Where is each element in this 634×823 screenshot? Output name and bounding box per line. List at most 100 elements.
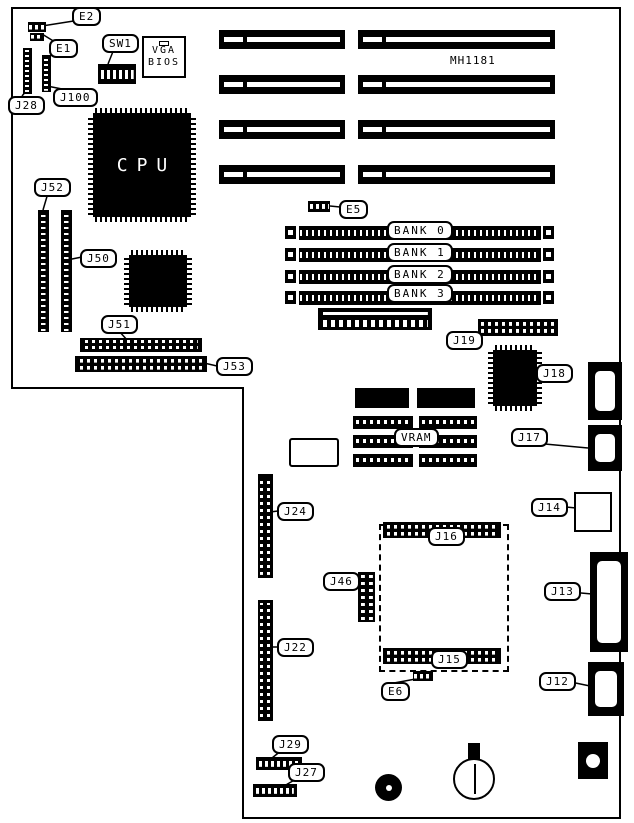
port-j18-dsub <box>595 371 615 411</box>
bank1-clip-left <box>285 248 296 261</box>
callout-j29: J29 <box>272 735 309 754</box>
isa-slot-6 <box>358 120 555 139</box>
callout-j28: J28 <box>8 96 45 115</box>
callout-j22: J22 <box>277 638 314 657</box>
connector-j52 <box>38 210 49 332</box>
jumper-e6 <box>413 671 433 681</box>
vga-bios-chip: VGA BIOS <box>142 36 186 78</box>
bank1-clip-right <box>543 248 554 261</box>
vram-chip-2 <box>417 388 475 408</box>
callout-j15: J15 <box>431 650 468 669</box>
callout-j16: J16 <box>428 527 465 546</box>
video-chip-pins-left <box>488 352 494 404</box>
jumper-e2 <box>28 22 46 32</box>
callout-bank1: BANK 1 <box>387 243 453 262</box>
vga-bios-label-2: BIOS <box>147 57 181 68</box>
pin-header-j19 <box>478 319 558 336</box>
isa-slot-4 <box>358 75 555 94</box>
port-j12-dsub <box>595 671 617 707</box>
port-j13-dsub <box>597 561 621 643</box>
pin-header-j100 <box>42 55 51 92</box>
connector-j50 <box>61 210 72 332</box>
vram-chip-4 <box>419 416 477 429</box>
dip-switch-sw1 <box>98 64 136 84</box>
port-j12 <box>588 662 624 716</box>
port-j17-dsub <box>595 434 615 462</box>
connector-j51 <box>80 338 202 352</box>
vram-chip-7 <box>353 454 413 467</box>
callout-e2: E2 <box>72 7 102 26</box>
callout-j17: J17 <box>511 428 548 447</box>
isa-slot-5 <box>219 120 345 139</box>
callout-bank3: BANK 3 <box>387 284 453 303</box>
callout-j27: J27 <box>288 763 325 782</box>
port-j14 <box>574 492 612 532</box>
cpu-pins-right <box>190 115 196 215</box>
cpu-label: CPU <box>116 154 177 176</box>
cpu-chip: CPU <box>88 108 196 222</box>
chip-pins-bottom <box>131 306 185 312</box>
cpu-pins-bottom <box>95 216 189 222</box>
bank0-clip-left <box>285 226 296 239</box>
isa-slot-7 <box>219 165 345 184</box>
chip-pins-top <box>131 250 185 256</box>
connector-j53 <box>75 356 207 372</box>
part-number: MH1181 <box>450 54 496 67</box>
cpu-pins-left <box>88 115 94 215</box>
callout-j100: J100 <box>53 88 98 107</box>
callout-j18: J18 <box>536 364 573 383</box>
bank2-clip-left <box>285 270 296 283</box>
callout-j46: J46 <box>323 572 360 591</box>
callout-j14: J14 <box>531 498 568 517</box>
bank2-clip-right <box>543 270 554 283</box>
port-j17 <box>588 425 622 471</box>
video-chip-pins-top <box>495 345 535 351</box>
callout-j52: J52 <box>34 178 71 197</box>
port-j13 <box>590 552 628 652</box>
isa-slot-3 <box>219 75 345 94</box>
isa-slot-1 <box>219 30 345 49</box>
callout-j53: J53 <box>216 357 253 376</box>
chipset-chip <box>124 250 192 312</box>
pin-header-j46 <box>358 572 375 622</box>
bios-notch <box>159 41 169 46</box>
oscillator <box>289 438 339 467</box>
callout-j13: J13 <box>544 582 581 601</box>
chip-pins-left <box>124 257 130 305</box>
pin-header-j24 <box>258 474 273 578</box>
bank0-clip-right <box>543 226 554 239</box>
vram-chip-1 <box>355 388 409 408</box>
jumper-e5 <box>308 201 330 212</box>
speaker-buzzer <box>375 774 402 801</box>
callout-j19: J19 <box>446 331 483 350</box>
isa-slot-8 <box>358 165 555 184</box>
pin-header-j27 <box>253 784 297 797</box>
callout-vram: VRAM <box>394 428 439 447</box>
vram-chip-3 <box>353 416 413 429</box>
callout-j51: J51 <box>101 315 138 334</box>
video-chip-pins-bottom <box>495 405 535 411</box>
callout-e1: E1 <box>49 39 79 58</box>
callout-bank2: BANK 2 <box>387 265 453 284</box>
pin-header-j22 <box>258 600 273 721</box>
callout-sw1: SW1 <box>102 34 139 53</box>
bank3-clip-right <box>543 291 554 304</box>
pin-header-j28 <box>23 48 32 94</box>
callout-j24: J24 <box>277 502 314 521</box>
port-keyboard <box>578 742 608 779</box>
jumper-e1 <box>30 33 44 41</box>
video-chip <box>488 345 542 411</box>
chip-pins-right <box>186 257 192 305</box>
callout-j12: J12 <box>539 672 576 691</box>
callout-j50: J50 <box>80 249 117 268</box>
battery <box>453 758 495 800</box>
isa-slot-2 <box>358 30 555 49</box>
vram-chip-8 <box>419 454 477 467</box>
vga-bios-label-1: VGA <box>151 45 177 56</box>
callout-e5: E5 <box>339 200 369 219</box>
callout-bank0: BANK 0 <box>387 221 453 240</box>
connector-block <box>318 308 432 330</box>
callout-e6: E6 <box>381 682 411 701</box>
port-j18 <box>588 362 622 420</box>
